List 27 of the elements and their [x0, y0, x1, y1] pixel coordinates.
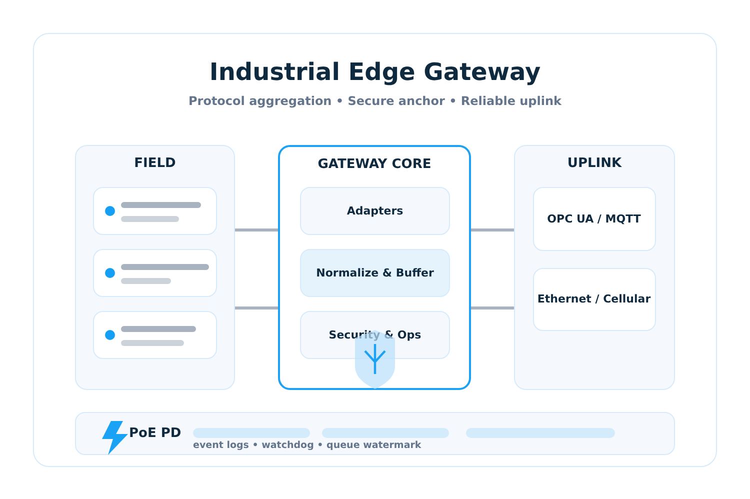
group-panel [278, 145, 471, 390]
box-label: Normalize & Buffer [315, 266, 435, 280]
diagram-title: Industrial Edge Gateway [208, 58, 542, 86]
group-panel [75, 145, 235, 390]
connector-line [471, 228, 514, 232]
band-caption: event logs • watchdog • queue watermark [193, 440, 422, 451]
panel-heading: UPLINK [566, 156, 623, 171]
device-card [92, 310, 216, 358]
process-box [532, 268, 656, 330]
box-label: OPC UA / MQTT [546, 212, 642, 225]
connector-line [235, 306, 278, 310]
subtitle: Protocol aggregation • Secure anchor • Reliable uplink [187, 94, 563, 108]
process-box [300, 249, 450, 297]
status-band [75, 412, 675, 455]
box-label: Ethernet / Cellular [536, 292, 652, 306]
box-label: Adapters [346, 204, 404, 218]
panel-heading: FIELD [133, 156, 177, 171]
device-card [92, 186, 216, 234]
process-box [532, 186, 656, 250]
device-card [92, 248, 216, 296]
group-panel [514, 145, 675, 390]
connector-line [471, 306, 514, 310]
process-box [300, 187, 450, 235]
connector-line [235, 228, 278, 232]
box-label: Security & Ops [328, 328, 422, 342]
band-title: PoE PD [129, 426, 182, 441]
panel-heading: GATEWAY CORE [316, 157, 432, 172]
